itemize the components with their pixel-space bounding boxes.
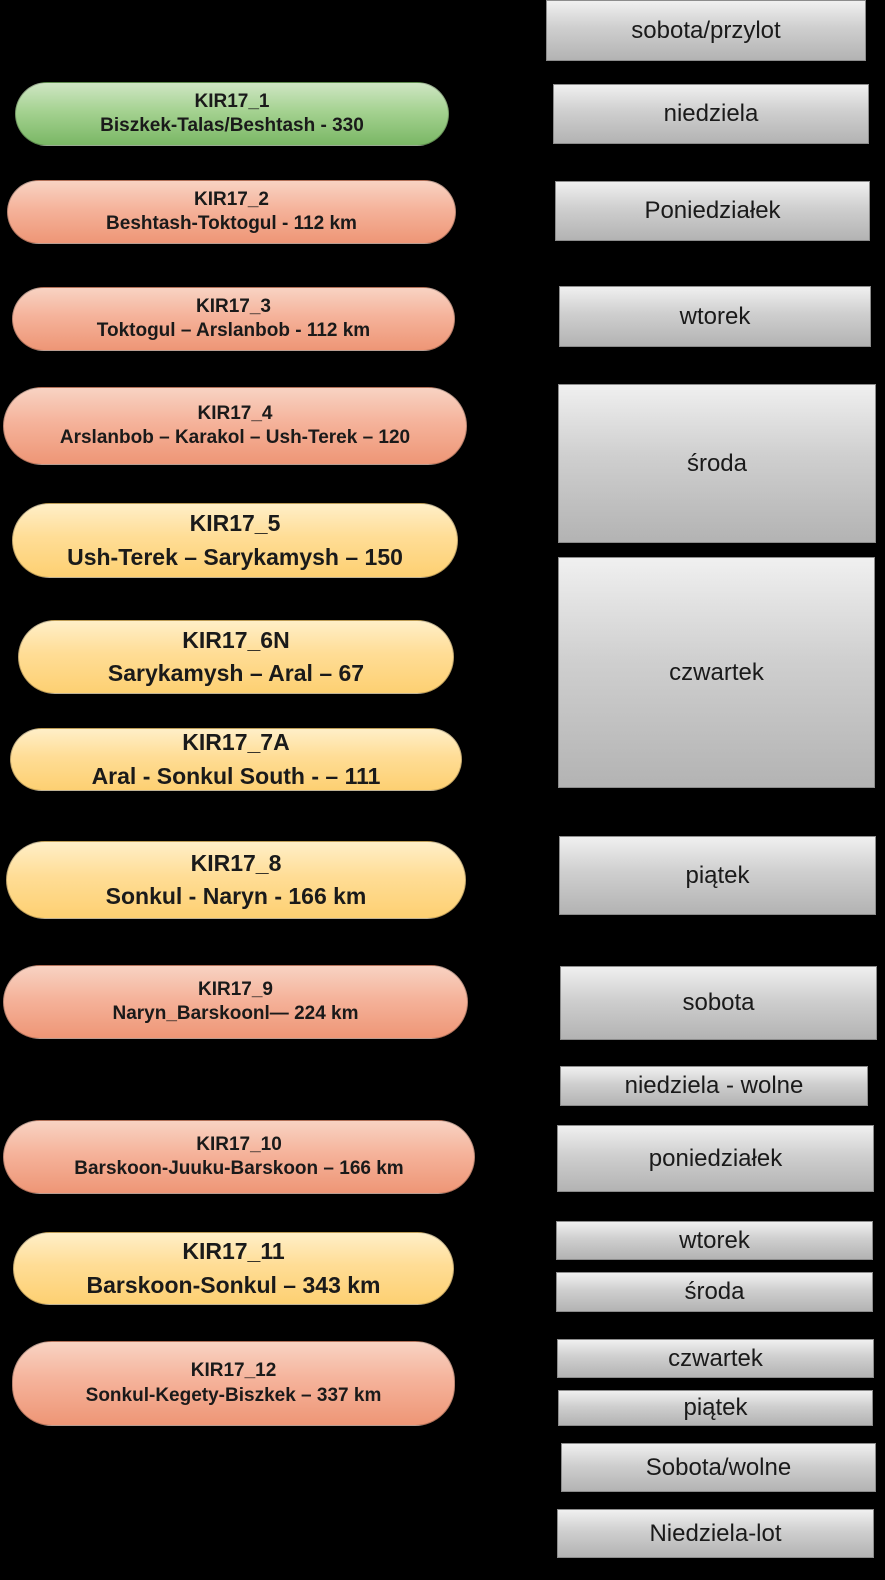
day-box-sobota-przylot: sobota/przylot [546, 0, 866, 61]
stage-pill-kir17-9: KIR17_9 Naryn_Barskoonl— 224 km [3, 965, 468, 1039]
stage-code: KIR17_2 [194, 188, 269, 210]
stage-code: KIR17_4 [197, 402, 273, 424]
day-box-czwartek: czwartek [558, 557, 875, 788]
day-box-sroda-2: środa [556, 1272, 873, 1312]
day-box-poniedzialek-2: poniedziałek [557, 1125, 874, 1192]
stage-route: Beshtash-Toktogul - 112 km [106, 213, 357, 234]
stage-code: KIR17_6N [182, 626, 290, 653]
stage-pill-kir17-3: KIR17_3 Toktogul – Arslanbob - 112 km [12, 287, 455, 351]
stage-route: Barskoon-Juuku-Barskoon – 166 km [74, 1158, 404, 1179]
day-box-niedziela-lot: Niedziela-lot [557, 1509, 874, 1558]
stage-pill-kir17-10: KIR17_10 Barskoon-Juuku-Barskoon – 166 k… [3, 1120, 475, 1194]
day-box-piatek-2: piątek [558, 1390, 873, 1426]
stage-pill-kir17-4: KIR17_4 Arslanbob – Karakol – Ush-Terek … [3, 387, 467, 465]
stage-code: KIR17_3 [196, 295, 271, 317]
stage-route: Sarykamysh – Aral – 67 [107, 660, 365, 686]
stage-code: KIR17_10 [196, 1133, 282, 1155]
stage-pill-kir17-1: KIR17_1 Biszkek-Talas/Beshtash - 330 [15, 82, 449, 146]
stage-pill-kir17-11: KIR17_11 Barskoon-Sonkul – 343 km [13, 1232, 454, 1305]
day-box-poniedzialek: Poniedziałek [555, 181, 870, 241]
stage-route: Naryn_Barskoonl— 224 km [112, 1003, 359, 1024]
stage-code: KIR17_9 [198, 978, 273, 1000]
stage-route: Ush-Terek – Sarykamysh – 150 [67, 543, 403, 570]
day-box-sobota-wolne: Sobota/wolne [561, 1443, 876, 1492]
stage-pill-kir17-7a: KIR17_7A Aral - Sonkul South - – 111 [10, 728, 462, 791]
day-box-sobota: sobota [560, 966, 877, 1040]
stage-route: Biszkek-Talas/Beshtash - 330 [100, 115, 364, 136]
stage-code: KIR17_7A [182, 729, 290, 756]
stage-code: KIR17_12 [190, 1360, 277, 1382]
stage-route: Aral - Sonkul South - – 111 [91, 762, 381, 789]
day-box-sroda: środa [558, 384, 876, 543]
stage-route: Sonkul-Kegety-Biszkek – 337 km [85, 1384, 382, 1406]
day-box-niedziela: niedziela [553, 84, 869, 144]
day-box-wtorek: wtorek [559, 286, 871, 347]
stage-pill-kir17-2: KIR17_2 Beshtash-Toktogul - 112 km [7, 180, 456, 244]
stage-pill-kir17-6n: KIR17_6N Sarykamysh – Aral – 67 [18, 620, 454, 694]
day-box-piatek: piątek [559, 836, 876, 915]
stage-code: KIR17_11 [182, 1238, 285, 1265]
stage-pill-kir17-12: KIR17_12 Sonkul-Kegety-Biszkek – 337 km [12, 1341, 455, 1426]
stage-route: Toktogul – Arslanbob - 112 km [96, 320, 371, 341]
stage-code: KIR17_5 [189, 510, 281, 537]
stage-pill-kir17-8: KIR17_8 Sonkul - Naryn - 166 km [6, 841, 466, 919]
day-box-czwartek-2: czwartek [557, 1339, 874, 1378]
day-box-niedziela-wolne: niedziela - wolne [560, 1066, 868, 1106]
stage-code: KIR17_8 [190, 849, 282, 876]
stage-code: KIR17_1 [194, 90, 270, 112]
stage-route: Arslanbob – Karakol – Ush-Terek – 120 [59, 427, 411, 448]
day-box-wtorek-2: wtorek [556, 1221, 873, 1260]
stage-pill-kir17-5: KIR17_5 Ush-Terek – Sarykamysh – 150 [12, 503, 458, 578]
stage-route: Sonkul - Naryn - 166 km [105, 883, 367, 909]
stage-route: Barskoon-Sonkul – 343 km [86, 1271, 381, 1298]
